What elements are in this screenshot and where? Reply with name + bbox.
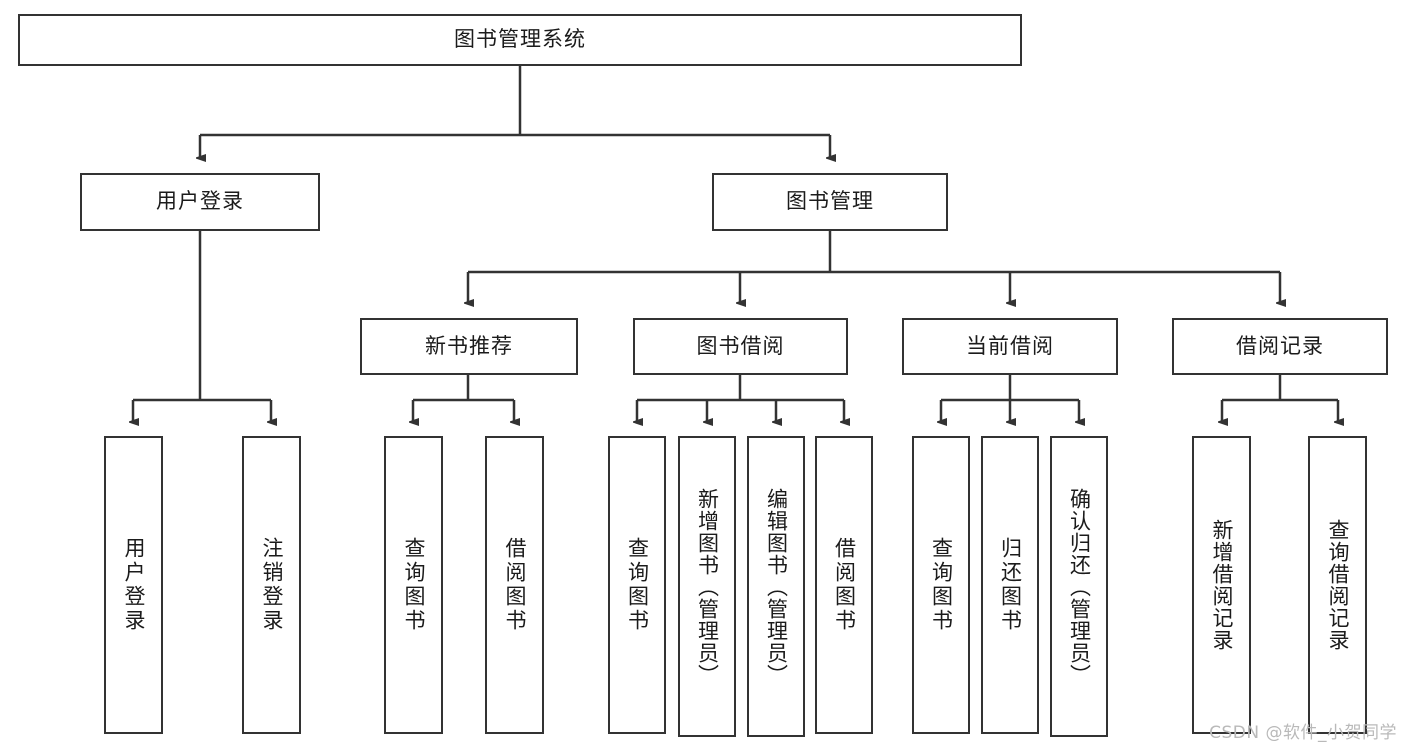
node-current-borrow[interactable]: 当前借阅 (902, 318, 1118, 375)
leaf-borrow-book-label: 借阅图书 (832, 537, 857, 633)
node-book-borrow-label: 图书借阅 (696, 333, 785, 358)
leaf-edit-book-admin-label: 编辑图书（管理员） (764, 487, 789, 686)
node-user-login-label: 用户登录 (156, 189, 244, 214)
node-user-login[interactable]: 用户登录 (80, 173, 320, 231)
node-root[interactable]: 图书管理系统 (18, 14, 1022, 66)
node-book-management[interactable]: 图书管理 (712, 173, 948, 231)
leaf-query-borrow-record[interactable]: 查询借阅记录 (1308, 436, 1367, 734)
leaf-add-borrow-record-label: 新增借阅记录 (1210, 519, 1234, 651)
leaf-logout-label: 注销登录 (260, 537, 284, 633)
leaf-add-book-admin-label: 新增图书（管理员） (695, 487, 720, 686)
leaf-borrow-book-recommend-label: 借阅图书 (503, 537, 527, 633)
node-book-borrow[interactable]: 图书借阅 (633, 318, 848, 375)
leaf-confirm-return-admin-label: 确认归还（管理员） (1067, 487, 1092, 686)
leaf-return-book[interactable]: 归还图书 (981, 436, 1039, 734)
leaf-query-book-current[interactable]: 查询图书 (912, 436, 970, 734)
csdn-watermark: CSDN @软件_小贺同学 (1209, 723, 1397, 743)
leaf-query-book-recommend-label: 查询图书 (402, 537, 426, 633)
leaf-borrow-book[interactable]: 借阅图书 (815, 436, 873, 734)
node-current-borrow-label: 当前借阅 (966, 333, 1054, 358)
leaf-add-book-admin[interactable]: 新增图书（管理员） (678, 436, 736, 737)
node-root-label: 图书管理系统 (454, 27, 586, 52)
leaf-query-book-current-label: 查询图书 (929, 537, 954, 633)
leaf-confirm-return-admin[interactable]: 确认归还（管理员） (1050, 436, 1108, 737)
leaf-query-book-borrow[interactable]: 查询图书 (608, 436, 666, 734)
leaf-logout[interactable]: 注销登录 (242, 436, 301, 734)
leaf-borrow-book-recommend[interactable]: 借阅图书 (485, 436, 544, 734)
node-book-management-label: 图书管理 (786, 189, 874, 214)
leaf-query-book-borrow-label: 查询图书 (625, 537, 650, 633)
leaf-return-book-label: 归还图书 (998, 537, 1023, 633)
leaf-add-borrow-record[interactable]: 新增借阅记录 (1192, 436, 1251, 734)
node-new-book-recommend-label: 新书推荐 (425, 333, 513, 358)
node-new-book-recommend[interactable]: 新书推荐 (360, 318, 578, 375)
leaf-user-login-label: 用户登录 (122, 537, 146, 633)
node-borrow-record-label: 借阅记录 (1236, 333, 1324, 358)
node-borrow-record[interactable]: 借阅记录 (1172, 318, 1388, 375)
leaf-edit-book-admin[interactable]: 编辑图书（管理员） (747, 436, 805, 737)
leaf-query-borrow-record-label: 查询借阅记录 (1326, 519, 1350, 651)
leaf-query-book-recommend[interactable]: 查询图书 (384, 436, 443, 734)
leaf-user-login[interactable]: 用户登录 (104, 436, 163, 734)
